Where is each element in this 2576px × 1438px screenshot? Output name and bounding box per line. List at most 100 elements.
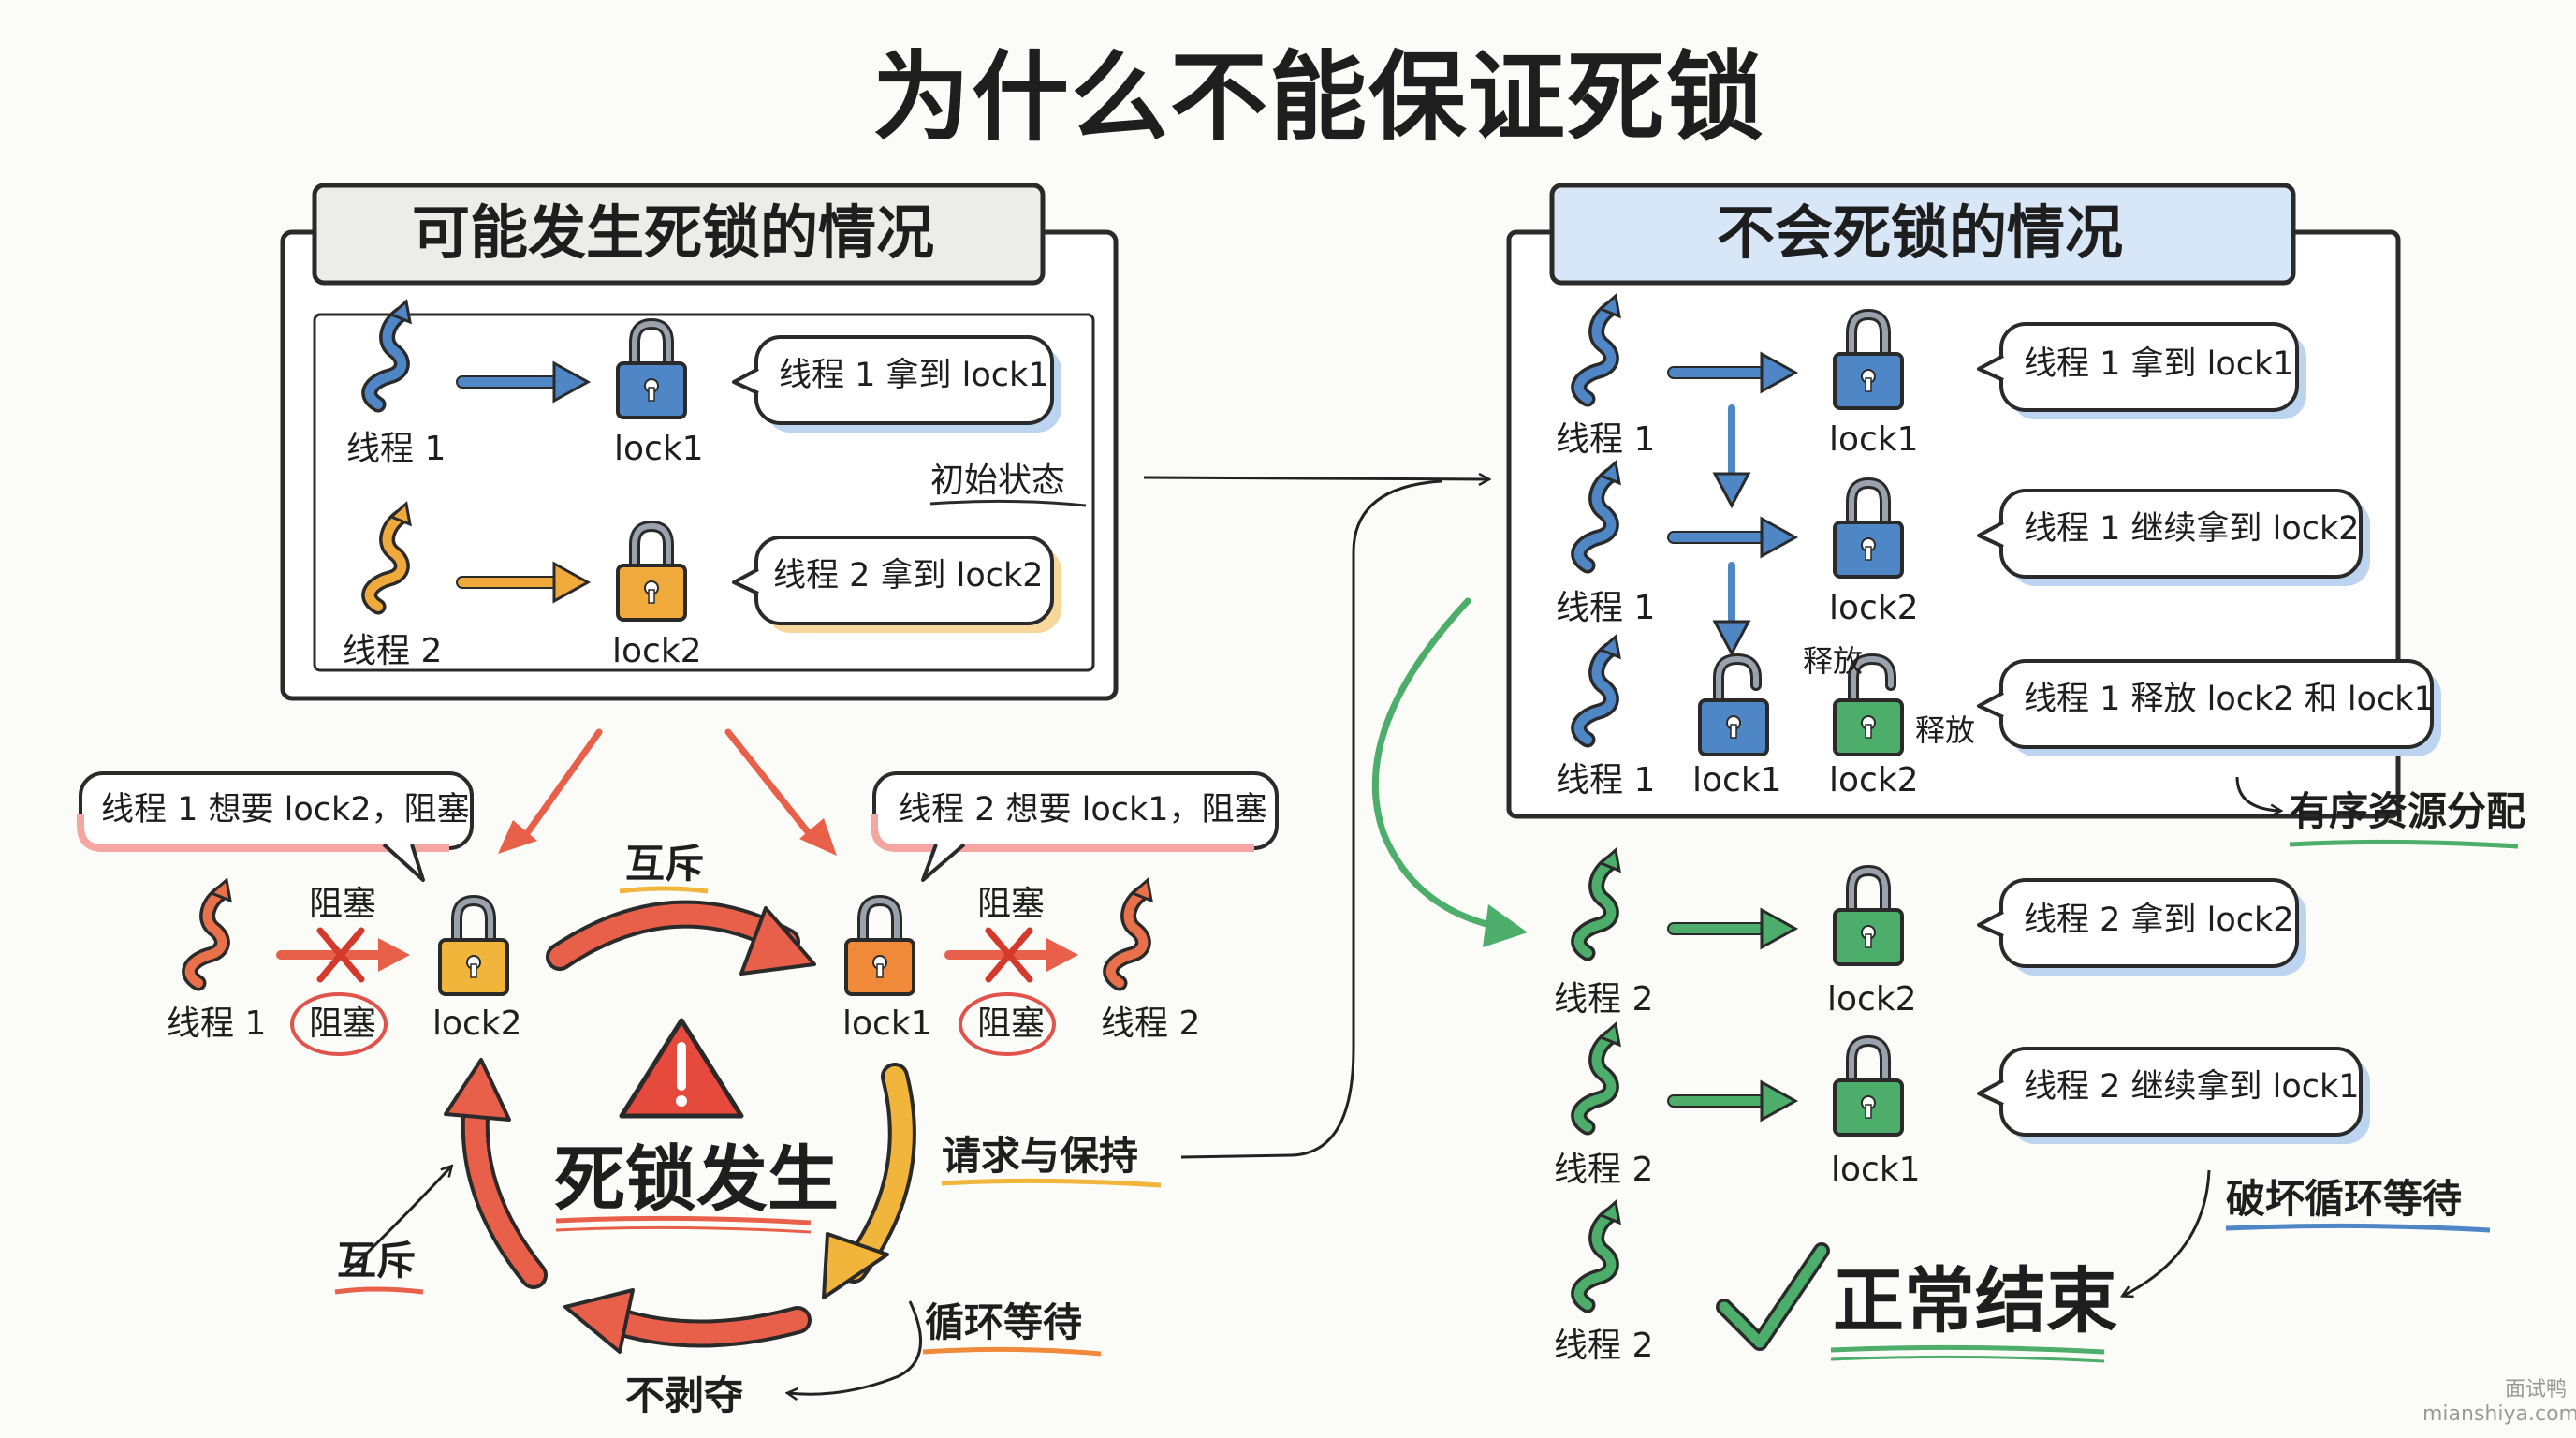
blocked-circle-right xyxy=(959,992,1056,1056)
right-row5-bubble-text: 线程 2 继续拿到 lock1 xyxy=(2024,1068,2360,1106)
blocked-circle-left xyxy=(290,992,388,1056)
lock-icon xyxy=(844,894,915,996)
right-row1-arrow xyxy=(1667,351,1799,394)
lock-icon xyxy=(1833,1034,1904,1137)
lock-icon xyxy=(1698,653,1769,756)
thread-icon xyxy=(1571,634,1621,748)
right-row3-release-lock1: lock1 xyxy=(1692,761,1782,800)
right-row4-lock-label: lock2 xyxy=(1827,980,1917,1019)
deadlock-bubble-right-text: 线程 2 想要 lock1，阻塞 xyxy=(899,791,1267,829)
deadlock-right-blocked-circle: 阻塞 xyxy=(977,1005,1046,1043)
green-flow-arrow xyxy=(1371,597,1528,947)
lock-icon xyxy=(1833,864,1904,966)
deadlock-right-lock-label: lock1 xyxy=(842,1005,932,1043)
cycle-arrow-left xyxy=(444,1058,548,1289)
deadlock-right-blocked-top: 阻塞 xyxy=(977,885,1046,923)
thread-icon xyxy=(1571,1199,1621,1313)
lock-icon xyxy=(1833,477,1904,579)
split-arrow-left xyxy=(498,728,603,854)
blocked-arrow-left xyxy=(276,927,410,983)
cycle-arrow-right xyxy=(822,1063,916,1299)
normal-end-label: 正常结束 xyxy=(1833,1259,2117,1343)
deadlock-left-lock-label: lock2 xyxy=(432,1005,522,1043)
right-row5-arrow xyxy=(1667,1079,1799,1123)
bubble-icon xyxy=(1977,1047,2370,1144)
left-row2-thread-label: 线程 2 xyxy=(343,632,443,670)
release-label-a: 释放 xyxy=(1803,643,1864,679)
lock-icon xyxy=(616,317,687,419)
right-row3-thread-label: 线程 1 xyxy=(1556,761,1656,800)
bubble-icon xyxy=(732,335,1061,433)
cycle-arrow-top xyxy=(546,900,816,976)
condition-hold-and-wait: 请求与保持 xyxy=(942,1133,1139,1179)
right-row1-bubble-text: 线程 1 拿到 lock1 xyxy=(2024,345,2294,383)
deadlock-left-blocked-circle: 阻塞 xyxy=(309,1005,377,1043)
bubble-icon xyxy=(1977,322,2306,419)
left-row2-lock-label: lock2 xyxy=(612,632,702,670)
bubble-icon xyxy=(1977,878,2306,976)
thread-icon xyxy=(1571,1021,1621,1136)
condition-no-preemption: 不剥夺 xyxy=(625,1372,744,1418)
hold-wait-connector xyxy=(1180,479,1442,1159)
bubble-right-shape xyxy=(871,771,1279,882)
left-row1-arrow xyxy=(456,360,592,404)
bubble-left-shape xyxy=(77,771,474,882)
left-row1-bubble-text: 线程 1 拿到 lock1 xyxy=(779,357,1049,394)
right-row2-thread-label: 线程 1 xyxy=(1556,589,1656,627)
right-row4-bubble-text: 线程 2 拿到 lock2 xyxy=(2024,902,2294,939)
right-row3-release-lock2: lock2 xyxy=(1829,761,1919,800)
watermark-line1: 面试鸭 xyxy=(2505,1378,2568,1401)
initial-state-label: 初始状态 xyxy=(930,462,1066,500)
right-row2-arrow xyxy=(1667,516,1799,559)
deadlock-left-blocked-top: 阻塞 xyxy=(309,885,377,923)
blocked-arrow-right xyxy=(944,927,1078,983)
thread-icon xyxy=(361,501,412,615)
to-right-connector xyxy=(1143,477,1488,479)
deadlock-bubble-left-text: 线程 1 想要 lock2，阻塞 xyxy=(101,791,470,829)
right-row2-lock-label: lock2 xyxy=(1829,589,1919,627)
left-row1-lock-label: lock1 xyxy=(614,430,704,468)
bubble-icon xyxy=(1977,489,2370,586)
warning-icon xyxy=(619,1018,744,1119)
deadlock-center-label: 死锁发生 xyxy=(554,1137,839,1221)
right-row5-thread-label: 线程 2 xyxy=(1554,1151,1654,1189)
right-panel-header: 不会死锁的情况 xyxy=(1717,198,2124,267)
ordered-resource-label: 有序资源分配 xyxy=(2290,788,2526,834)
right-row1-thread-label: 线程 1 xyxy=(1556,420,1656,459)
mutex-top-label: 互斥 xyxy=(625,841,705,887)
lock-icon xyxy=(1833,308,1904,410)
right-row3-bubble-text: 线程 1 释放 lock2 和 lock1 xyxy=(2024,681,2435,718)
bubble-icon xyxy=(1977,659,2441,756)
right-row2-bubble-text: 线程 1 继续拿到 lock2 xyxy=(2024,510,2360,548)
lock-icon xyxy=(438,894,509,996)
bubble-icon xyxy=(732,536,1061,633)
right-row6-thread-label: 线程 2 xyxy=(1554,1327,1654,1365)
deadlock-left-thread-label: 线程 1 xyxy=(167,1005,267,1043)
right-row5-lock-label: lock1 xyxy=(1831,1151,1921,1189)
condition-mutex: 互斥 xyxy=(337,1238,417,1284)
right-row4-arrow xyxy=(1667,907,1799,950)
cycle-arrow-bottom xyxy=(564,1288,812,1354)
thread-icon xyxy=(1103,877,1153,991)
deadlock-right-thread-label: 线程 2 xyxy=(1101,1005,1201,1043)
left-row1-thread-label: 线程 1 xyxy=(346,430,446,468)
release-label-b: 释放 xyxy=(1915,712,1976,748)
condition-circular-wait: 循环等待 xyxy=(925,1299,1083,1345)
lock-icon xyxy=(1833,653,1904,756)
watermark-line2: mianshiya.com xyxy=(2422,1402,2576,1426)
right-row1-lock-label: lock1 xyxy=(1829,420,1919,459)
page-title: 为什么不能保证死锁 xyxy=(872,40,1766,154)
right-down-arrow-2 xyxy=(1712,562,1751,657)
left-row2-arrow xyxy=(456,561,592,604)
right-down-arrow-1 xyxy=(1712,404,1751,509)
lock-icon xyxy=(616,520,687,622)
thread-icon xyxy=(182,877,232,991)
left-panel-header: 可能发生死锁的情况 xyxy=(412,198,935,267)
break-circular-label: 破坏循环等待 xyxy=(2226,1176,2463,1222)
thread-icon xyxy=(1571,847,1621,961)
thread-icon xyxy=(1571,460,1621,574)
right-row4-thread-label: 线程 2 xyxy=(1554,980,1654,1019)
split-arrow-right xyxy=(724,728,837,856)
